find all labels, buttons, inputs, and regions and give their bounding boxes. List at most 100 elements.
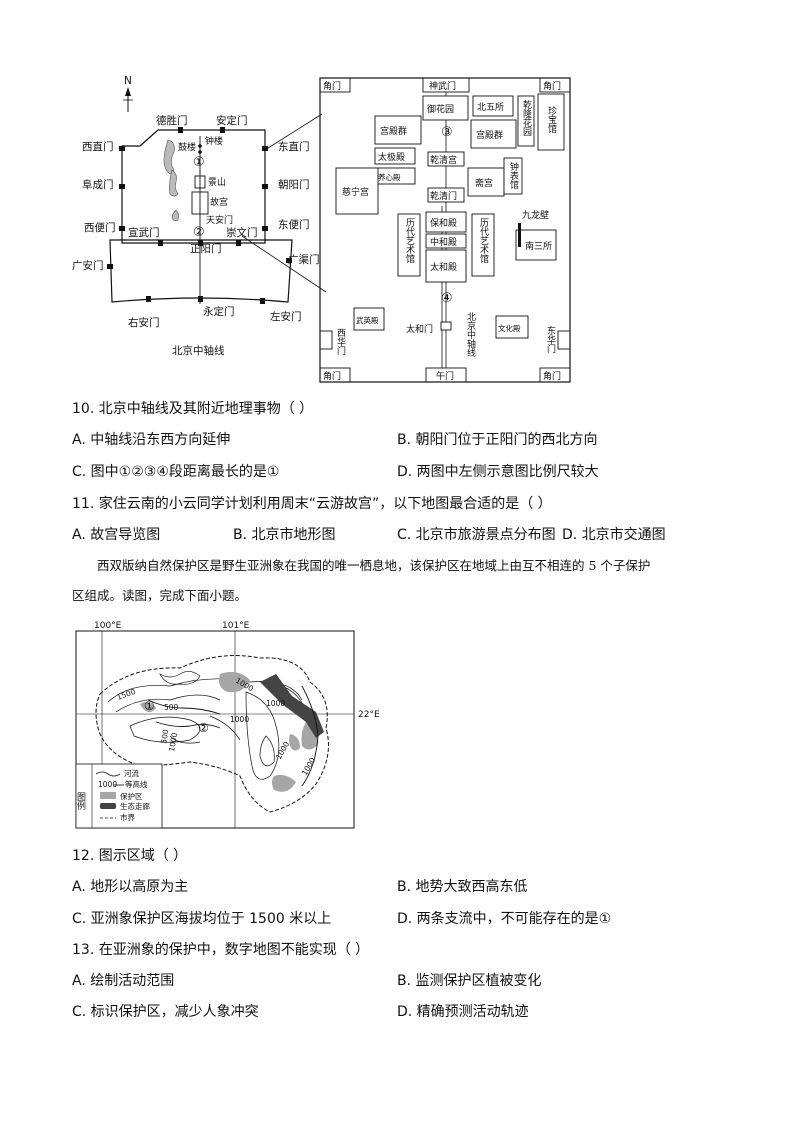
hall-wuying: 武英殿	[356, 315, 379, 325]
gate-xizhimen: 西直门	[82, 140, 114, 153]
gate-dongzhimen: 东直门	[278, 140, 310, 153]
gate-dongbianmen: 东便门	[278, 218, 310, 231]
hall-qianqing: 乾清宫	[430, 154, 457, 166]
gate-zuoanmen: 左安门	[270, 310, 302, 323]
hall-cining: 慈宁宫	[342, 186, 369, 198]
outer-city-wall	[109, 239, 293, 303]
legend-river: 河流	[124, 768, 139, 778]
hall-zhaigong: 斋宫	[475, 177, 493, 189]
q12-option-c[interactable]: C. 亚洲象保护区海拔均位于 1500 米以上	[72, 911, 332, 927]
palace-block	[191, 191, 209, 215]
legend-title-1: 图例	[75, 792, 86, 811]
q13-option-c[interactable]: C. 标识保护区，减少人象冲突	[72, 1004, 259, 1020]
corner-se: 角门	[543, 370, 561, 382]
q11-stem: 11. 家住云南的小云同学计划利用周末“云游故宫”，以下地图最合适的是（ ）	[72, 496, 552, 512]
gate-markers	[107, 127, 292, 304]
hall-qianlong: 乾隆花园	[521, 99, 532, 137]
gate-guangqumen: 广渠门	[288, 253, 320, 266]
hall-baohe: 保和殿	[430, 217, 457, 229]
corner-sw: 角门	[323, 370, 341, 382]
landmark-gulou: 鼓楼	[178, 141, 196, 153]
lon-101: 101°E	[222, 621, 250, 631]
gate-youanmen: 右安门	[128, 316, 160, 329]
landmark-gugong: 故宫	[210, 196, 228, 208]
marker-4: ④	[441, 291, 453, 306]
contour-1000-c: 1000	[230, 715, 249, 724]
hall-lidai-2: 历代艺术馆	[478, 218, 489, 264]
landmark-tiananmen: 天安门	[206, 214, 233, 226]
q10-option-c[interactable]: C. 图中①②③④段距离最长的是①	[72, 464, 280, 480]
lat-22: 22°E	[358, 710, 380, 720]
hall-gongdian-2: 宫殿群	[476, 129, 503, 141]
gate-zhengyangmen: 正阳门	[190, 242, 222, 255]
gate-taihemen: 太和门	[406, 323, 433, 335]
forbidden-city-map: 角门 角门 角门 角门 神武门 午门 御花园 北五所 宫殿群 宫殿群 太极殿 乾…	[319, 77, 571, 383]
q13-option-a[interactable]: A. 绘制活动范围	[72, 973, 175, 989]
intro-line-1: 西双版纳自然保护区是野生亚洲象在我国的唯一栖息地，该保护区在地域上由互不相连的 …	[97, 558, 651, 573]
map3-marker-1: ①	[144, 699, 155, 713]
gate-xuanwumen: 宣武门	[128, 226, 160, 239]
q12-option-b[interactable]: B. 地势大致西高东低	[397, 879, 528, 895]
q12-option-a[interactable]: A. 地形以高原为主	[72, 879, 189, 895]
hall-taihe: 太和殿	[430, 261, 457, 273]
legend-box	[75, 763, 163, 829]
gate-chongwenmen: 崇文门	[226, 226, 258, 239]
hall-beiwusuo: 北五所	[477, 102, 504, 113]
q13-stem: 13. 在亚洲象的保护中，数字地图不能实现（ ）	[72, 942, 370, 958]
landmark-jingshan: 景山	[208, 177, 226, 188]
contour-1000-e: 1000	[167, 732, 179, 753]
gate-donghuamen: 东华门	[545, 325, 556, 354]
marker-1: ①	[193, 155, 205, 170]
q11-option-a[interactable]: A. 故宫导览图	[72, 527, 161, 543]
marker-3: ③	[441, 125, 453, 140]
q10-option-b[interactable]: B. 朝阳门位于正阳门的西北方向	[397, 432, 598, 448]
hall-zhonghe: 中和殿	[430, 236, 457, 248]
eco-corridor	[260, 674, 324, 738]
legend-contour: 等高线	[125, 779, 148, 789]
corner-ne: 角门	[543, 80, 561, 92]
legend-corridor: 生态走廊	[120, 801, 150, 811]
q10-option-a[interactable]: A. 中轴线沿东西方向延伸	[72, 432, 231, 448]
q11-option-b[interactable]: B. 北京市地形图	[233, 527, 336, 543]
north-arrow-icon	[123, 87, 133, 112]
q13-option-b[interactable]: B. 监测保护区植被变化	[397, 973, 542, 989]
xishuangbanna-map: 100°E 101°E 22°E 1500 500 1000 1000 1000…	[75, 621, 380, 829]
q13-option-d[interactable]: D. 精确预测活动轨迹	[397, 1004, 529, 1020]
north-label: N	[124, 75, 132, 87]
gate-yongdingmen: 永定门	[203, 305, 235, 318]
contour-500-a: 500	[164, 703, 179, 712]
contour-1000-b: 1000	[266, 699, 285, 708]
hall-lidai-1: 历代艺术馆	[404, 218, 415, 264]
hall-gongdian-1: 宫殿群	[380, 125, 407, 137]
hall-yuhuayuan: 御花园	[427, 103, 454, 115]
map3-marker-2: ②	[198, 721, 209, 735]
jingshan-block	[194, 175, 206, 189]
hall-taiji: 太极殿	[378, 151, 405, 163]
landmark-zhonglou: 钟楼	[205, 135, 223, 147]
inner-city-wall	[121, 129, 266, 244]
gate-shenwumen: 神武门	[429, 80, 456, 92]
contour-500-b: 500	[159, 728, 170, 744]
q11-option-c[interactable]: C. 北京市旅游景点分布图	[397, 527, 556, 543]
legend-contour-value: 1000	[98, 780, 117, 789]
hall-zhenbao: 珍宝馆	[546, 105, 557, 134]
gate-fuchengmen: 阜成门	[82, 178, 114, 191]
beijing-axis-map: N 德胜门 安定门 西直门 东直门 阜成门 朝阳门 西便门 东便门 宣武门 崇文…	[72, 75, 327, 357]
gate-wumen: 午门	[436, 370, 454, 382]
q11-option-d[interactable]: D. 北京市交通图	[562, 527, 666, 543]
intro-line-2: 区组成。读图，完成下面小题。	[72, 588, 248, 603]
hall-wenhua: 文化殿	[498, 323, 521, 333]
lon-100: 100°E	[94, 621, 122, 631]
q10-option-d[interactable]: D. 两图中左侧示意图比例尺较大	[397, 464, 599, 480]
q12-option-d[interactable]: D. 两条支流中，不可能存在的是①	[397, 911, 612, 927]
legend-boundary: 市界	[120, 812, 135, 822]
gate-xihuamen: 西华门	[335, 328, 346, 356]
gate-chaoyangmen: 朝阳门	[278, 178, 310, 191]
gate-qianqingmen: 乾清门	[430, 190, 457, 202]
gate-xibianmen: 西便门	[84, 221, 116, 234]
gate-deshengmen: 德胜门	[156, 114, 188, 127]
hall-zhongbiao: 钟表馆	[508, 161, 519, 190]
corner-nw: 角门	[323, 80, 341, 92]
gate-guanganmen: 广安门	[72, 259, 104, 272]
hall-yangxin: 养心殿	[378, 172, 401, 182]
